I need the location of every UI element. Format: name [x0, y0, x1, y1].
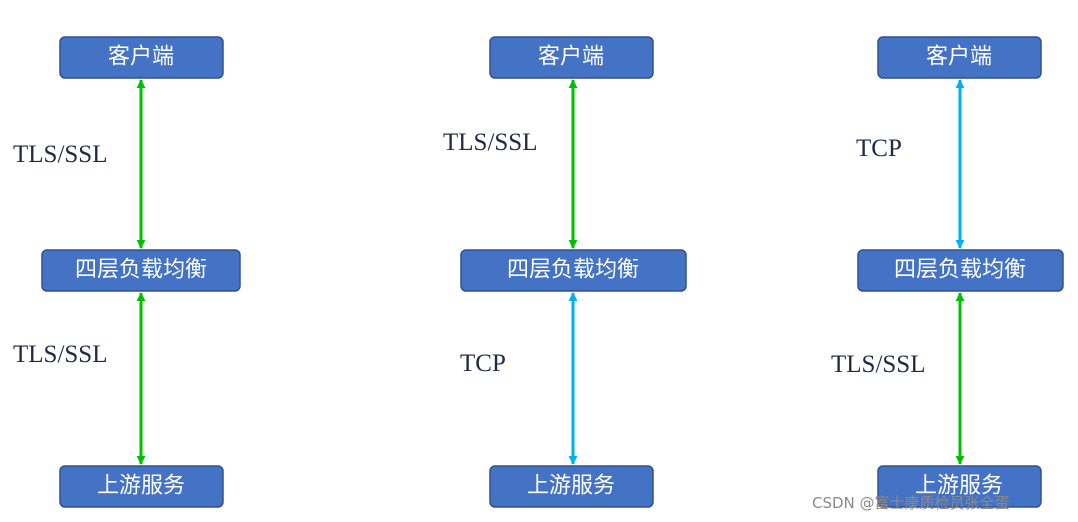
upstream-node: 上游服务 — [59, 465, 224, 508]
column-tls-origination: 客户端 四层负载均衡 上游服务 TCP TLS/SSL — [831, 36, 1064, 508]
top-link-protocol-label: TLS/SSL — [443, 129, 537, 156]
l4-balancer-node-label: 四层负载均衡 — [507, 258, 639, 283]
client-node-label: 客户端 — [926, 45, 992, 70]
upstream-node-label: 上游服务 — [97, 474, 185, 499]
l4-balancer-node-label: 四层负载均衡 — [75, 258, 207, 283]
l4-balancer-node: 四层负载均衡 — [460, 249, 687, 292]
client-node: 客户端 — [877, 36, 1042, 79]
upstream-node: 上游服务 — [877, 465, 1042, 508]
upstream-node: 上游服务 — [489, 465, 654, 508]
l4-balancer-node: 四层负载均衡 — [857, 249, 1064, 292]
l4-balancer-node: 四层负载均衡 — [41, 249, 241, 292]
column-tls-passthrough: 客户端 四层负载均衡 上游服务 TLS/SSL TLS/SSL — [13, 36, 241, 508]
bottom-link-protocol-label: TLS/SSL — [13, 341, 107, 368]
upstream-node-label: 上游服务 — [527, 474, 615, 499]
csdn-watermark: CSDN @富士康质检员张全蛋 — [812, 494, 1010, 512]
client-node: 客户端 — [489, 36, 654, 79]
column-tls-termination: 客户端 四层负载均衡 上游服务 TLS/SSL TCP — [443, 36, 687, 508]
bottom-link-protocol-label: TLS/SSL — [831, 351, 925, 378]
l4-balancer-node-label: 四层负载均衡 — [894, 258, 1026, 283]
bottom-link-protocol-label: TCP — [460, 350, 506, 377]
top-link-protocol-label: TCP — [856, 135, 902, 162]
client-node: 客户端 — [59, 36, 224, 79]
client-node-label: 客户端 — [538, 45, 604, 70]
upstream-node-label: 上游服务 — [915, 474, 1003, 499]
top-link-protocol-label: TLS/SSL — [13, 141, 107, 168]
client-node-label: 客户端 — [108, 45, 174, 70]
